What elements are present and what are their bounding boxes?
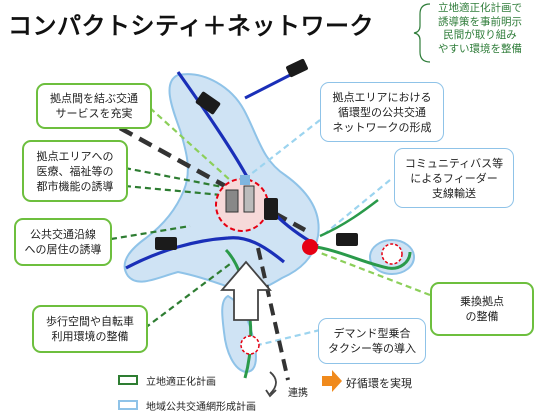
link-icon-head: [265, 389, 277, 398]
callout-hub-functions: 拠点エリアへの 医療、福祉等の 都市機能の誘導: [22, 140, 128, 202]
connector-line: [124, 184, 233, 198]
hub-building: [243, 185, 255, 213]
callout-circular-network: 拠点エリアにおける 循環型の公共交通 ネットワークの形成: [320, 82, 444, 142]
secondary-road: [256, 247, 290, 381]
link-icon: [269, 371, 277, 395]
connector-line: [144, 263, 231, 329]
legend-link-label: 連携: [288, 388, 308, 399]
inflow-arrow: [220, 260, 272, 321]
callout-text: デマンド型乗合: [333, 327, 411, 340]
callout-text: 拠点エリアにおける: [332, 90, 432, 104]
callout-text: 公共交通沿線: [30, 228, 96, 241]
train-icon: [155, 237, 177, 250]
callout-text: タクシー等の導入: [328, 342, 416, 355]
callout-feeder: コミュニティバス等 によるフィーダー 支線輸送: [394, 148, 514, 208]
callout-text: 利用環境の整備: [51, 330, 129, 343]
rail-line: [125, 236, 286, 270]
legend-result-label: 好循環を実現: [346, 377, 412, 390]
note-line: やすい環境を整備: [438, 42, 522, 55]
connector-line: [124, 166, 229, 190]
note-bracket: [413, 3, 431, 63]
connector-line: [110, 224, 191, 241]
page-title: コンパクトシティ＋ネットワーク: [8, 12, 375, 40]
callout-text: 循環型の公共交通: [338, 105, 426, 119]
callout-corridor-living: 公共交通沿線 への居住の誘導: [14, 218, 112, 266]
callout-text: 拠点間を結ぶ交通: [50, 92, 138, 105]
note-line: 民間が取り組み: [443, 29, 517, 41]
central-hub: [215, 178, 269, 232]
bus-route: [309, 244, 412, 270]
callout-text: 乗換拠点: [460, 295, 504, 308]
hub-building: [225, 189, 239, 213]
note-line: 立地適正化計画で: [438, 2, 522, 14]
callout-text: 都市機能の誘導: [36, 179, 114, 193]
train-icon: [195, 91, 221, 115]
callout-walk-bike: 歩行空間や自転車 利用環境の整備: [32, 305, 148, 353]
hub-building: [240, 175, 250, 185]
legend-swatch-blue: [118, 400, 138, 410]
callout-text: によるフィーダー: [410, 171, 498, 185]
callout-transfer-hub: 乗換拠点 の整備: [430, 282, 534, 336]
bus-route: [319, 199, 379, 238]
legend-label-green: 立地適正化計画: [146, 377, 216, 388]
result-arrow: [322, 370, 342, 392]
connector-line: [245, 119, 321, 179]
callout-demand-taxi: デマンド型乗合 タクシー等の導入: [318, 318, 426, 364]
legend-label-blue: 地域公共交通網形成計画: [146, 402, 256, 413]
callout-text: 医療、福祉等の: [36, 164, 114, 178]
connector-line: [321, 179, 391, 237]
callout-text: 拠点エリアへの: [36, 149, 114, 163]
connector-line: [149, 107, 231, 181]
local-node: [381, 243, 403, 265]
callout-text: 支線輸送: [432, 186, 476, 200]
connector-line: [257, 328, 321, 347]
callout-text: コミュニティバス等: [404, 156, 504, 170]
callout-text: サービスを充実: [55, 107, 133, 120]
train-icon: [286, 58, 308, 78]
local-node: [240, 335, 260, 355]
transfer-node: [302, 239, 318, 255]
callout-text: の整備: [465, 310, 499, 323]
callout-text: 歩行空間や自転車: [46, 315, 134, 328]
callout-text: ネットワークの形成: [332, 120, 432, 134]
callout-text: への居住の誘導: [24, 243, 102, 256]
note-line: 誘導策を事前明示: [438, 15, 522, 28]
legend-swatch-green: [118, 375, 138, 385]
policy-note: 立地適正化計画で 誘導策を事前明示 民間が取り組み やすい環境を整備: [423, 2, 537, 56]
callout-transit-link: 拠点間を結ぶ交通 サービスを充実: [36, 83, 152, 129]
bus-icon: [336, 233, 358, 246]
train-icon: [264, 198, 278, 220]
